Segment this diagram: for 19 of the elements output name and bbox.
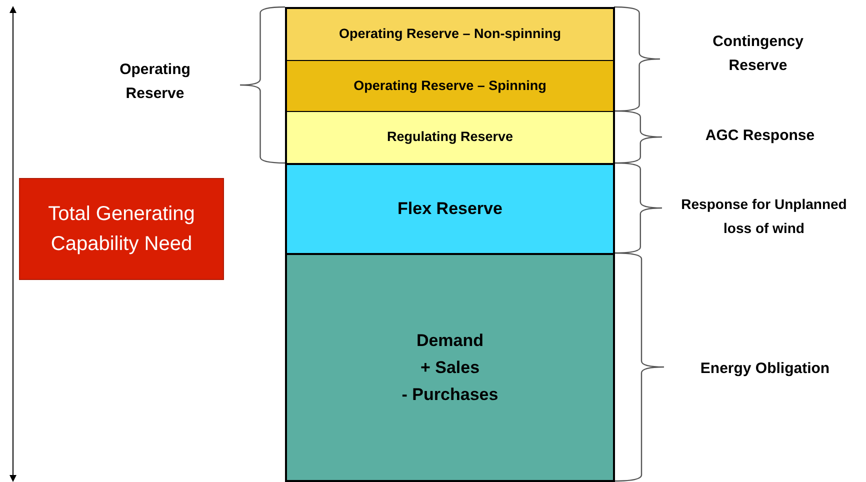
stacked-block — [285, 163, 615, 254]
block-label: Regulating Reserve — [386, 129, 514, 146]
block-label: - Purchases — [400, 384, 500, 406]
bracket-label: AGC Response — [704, 126, 816, 146]
bracket-label: Operating Reserve — [118, 60, 192, 104]
stacked-block — [285, 60, 615, 112]
stacked-block — [285, 7, 615, 61]
block-label: Demand — [415, 330, 485, 352]
block-label: Operating Reserve – Spinning — [352, 78, 548, 94]
block-label: Total Generating Capability Need — [47, 202, 196, 257]
callout-box — [19, 178, 224, 280]
bracket-label: Response for Unplanned loss of wind — [680, 195, 848, 238]
block-label: Flex Reserve — [396, 198, 504, 220]
block-label: Operating Reserve – Non-spinning — [338, 26, 562, 43]
stacked-block — [285, 253, 615, 482]
block-label: + Sales — [419, 357, 481, 379]
stacked-block — [285, 111, 615, 164]
bracket-label: Energy Obligation — [699, 359, 831, 379]
bracket-label: Contingency Reserve — [712, 32, 804, 76]
